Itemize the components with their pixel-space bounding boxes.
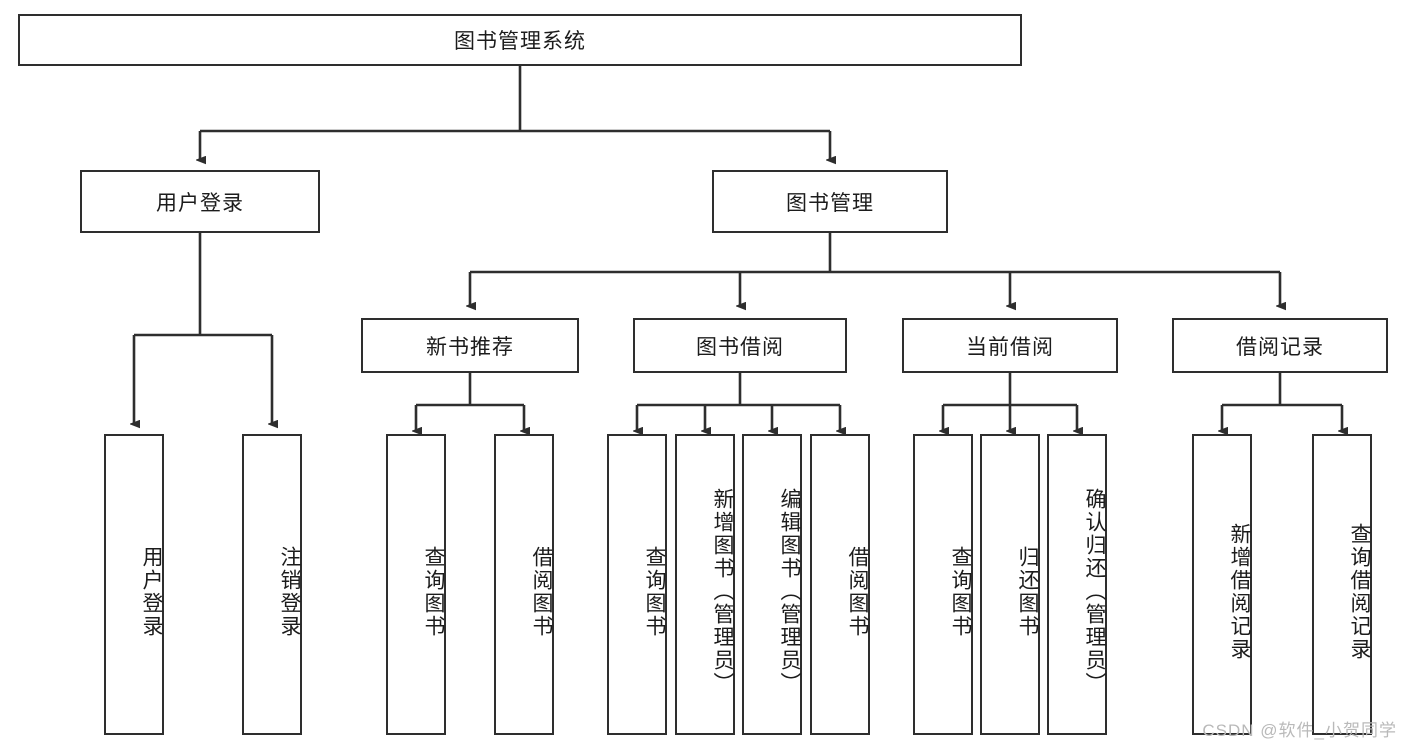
node-book-manage[interactable]: 图书管理	[712, 170, 948, 233]
leaf-label: 查询图书	[422, 545, 445, 638]
node-user-login[interactable]: 用户登录	[80, 170, 320, 233]
node-new-book-recommend-label: 新书推荐	[426, 335, 514, 359]
node-current-borrow-label: 当前借阅	[966, 335, 1054, 359]
watermark-text: CSDN @软件_小贺同学	[1202, 721, 1397, 740]
leaf-new-book-query[interactable]: 查询图书	[386, 434, 446, 735]
node-borrow-record[interactable]: 借阅记录	[1172, 318, 1388, 373]
node-book-manage-label: 图书管理	[786, 191, 874, 215]
node-book-borrow[interactable]: 图书借阅	[633, 318, 847, 373]
node-new-book-recommend[interactable]: 新书推荐	[361, 318, 579, 373]
node-book-borrow-label: 图书借阅	[696, 335, 784, 359]
leaf-user-login-login[interactable]: 用户登录	[104, 434, 164, 735]
leaf-label: 借阅图书	[530, 545, 553, 638]
leaf-label: 查询图书	[949, 545, 972, 638]
leaf-borrow-record-query[interactable]: 查询借阅记录	[1312, 434, 1372, 735]
leaf-label: 借阅图书	[846, 545, 869, 638]
leaf-label: 归还图书	[1016, 545, 1039, 638]
leaf-label: 注销登录	[278, 545, 301, 638]
leaf-current-borrow-confirm[interactable]: 确认归还（管理员）	[1047, 434, 1107, 735]
node-current-borrow[interactable]: 当前借阅	[902, 318, 1118, 373]
leaf-label: 查询借阅记录	[1348, 522, 1371, 661]
leaf-borrow-record-add[interactable]: 新增借阅记录	[1192, 434, 1252, 735]
leaf-label: 新增图书（管理员）	[711, 488, 734, 695]
leaf-book-borrow-borrow[interactable]: 借阅图书	[810, 434, 870, 735]
node-user-login-label: 用户登录	[156, 191, 244, 215]
node-root[interactable]: 图书管理系统	[18, 14, 1022, 66]
leaf-new-book-borrow[interactable]: 借阅图书	[494, 434, 554, 735]
leaf-current-borrow-query[interactable]: 查询图书	[913, 434, 973, 735]
leaf-label: 编辑图书（管理员）	[778, 488, 801, 695]
leaf-book-borrow-edit[interactable]: 编辑图书（管理员）	[742, 434, 802, 735]
leaf-book-borrow-add[interactable]: 新增图书（管理员）	[675, 434, 735, 735]
leaf-label: 查询图书	[643, 545, 666, 638]
leaf-book-borrow-query[interactable]: 查询图书	[607, 434, 667, 735]
leaf-current-borrow-return[interactable]: 归还图书	[980, 434, 1040, 735]
node-root-label: 图书管理系统	[454, 30, 586, 53]
leaf-label: 用户登录	[140, 545, 163, 638]
node-borrow-record-label: 借阅记录	[1236, 335, 1324, 359]
leaf-user-login-logout[interactable]: 注销登录	[242, 434, 302, 735]
leaf-label: 确认归还（管理员）	[1083, 488, 1106, 695]
leaf-label: 新增借阅记录	[1228, 522, 1251, 661]
